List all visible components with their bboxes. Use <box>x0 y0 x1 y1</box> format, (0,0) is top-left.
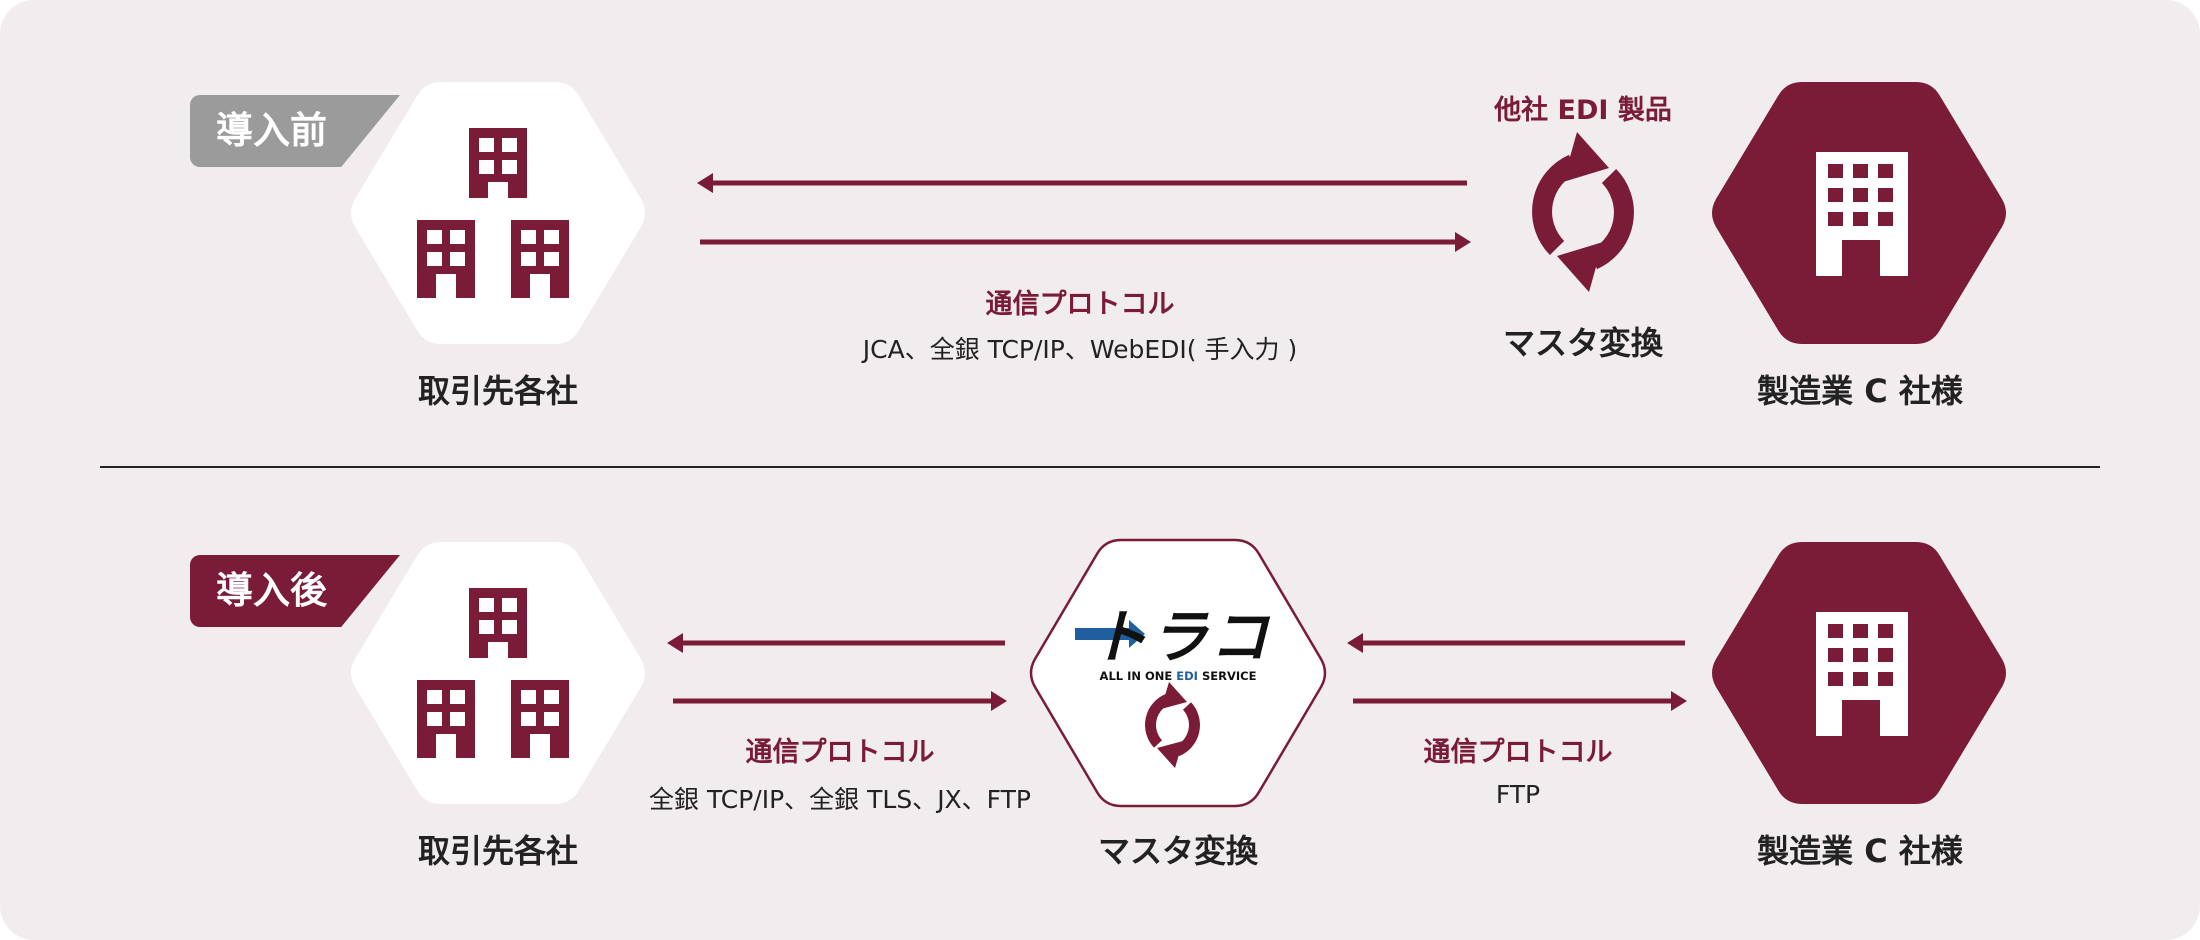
manufacturer-c-hexagon <box>1712 82 2006 344</box>
after-right-company-label: 製造業 C 社様 <box>1757 832 1963 870</box>
before-protocol-title: 通信プロトコル <box>985 289 1175 320</box>
manufacturer-c-hexagon <box>1712 542 2006 804</box>
traco-logo-text: トラコ <box>1089 603 1270 671</box>
before-right-company-label: 製造業 C 社様 <box>1757 372 1963 410</box>
building-icon <box>1816 612 1908 736</box>
arrow-left-icon <box>1347 633 1685 653</box>
after-right-arrows <box>1347 633 1687 711</box>
building-group-icon <box>417 588 569 758</box>
other-edi-product-label: 他社 EDI 製品 <box>1494 95 1672 126</box>
arrow-left-icon <box>667 633 1005 653</box>
before-left-company-label: 取引先各社 <box>417 372 578 410</box>
after-master-conversion-label: マスタ変換 <box>1097 832 1258 870</box>
arrow-right-icon <box>1353 691 1687 711</box>
partner-companies-hexagon <box>351 542 645 804</box>
building-icon <box>1816 152 1908 276</box>
traco-service-hexagon <box>1029 538 1327 808</box>
after-right-protocol-title: 通信プロトコル <box>1423 737 1613 768</box>
after-left-protocol-list: 全銀 TCP/IP、全銀 TLS、JX、FTP <box>649 785 1031 814</box>
partner-companies-hexagon <box>351 82 645 344</box>
after-tag: 導入後 <box>190 555 400 627</box>
after-left-arrows <box>667 633 1007 711</box>
after-left-company-label: 取引先各社 <box>417 832 578 870</box>
before-master-conversion-label: マスタ変換 <box>1502 324 1663 362</box>
section-divider <box>100 466 2100 468</box>
arrow-right-icon <box>673 691 1007 711</box>
before-arrows <box>697 173 1471 252</box>
traco-logo-arrow-icon <box>1075 620 1145 648</box>
traco-logo-tagline: ALL IN ONE EDI SERVICE <box>1099 669 1257 683</box>
before-protocol-list: JCA、全銀 TCP/IP、WebEDI( 手入力 ) <box>862 335 1298 364</box>
arrow-right-icon <box>700 232 1471 252</box>
after-left-protocol-title: 通信プロトコル <box>745 737 935 768</box>
sync-icon <box>1532 132 1634 292</box>
after-right-protocol-list: FTP <box>1495 780 1541 809</box>
arrow-left-icon <box>697 173 1467 193</box>
sync-icon <box>1145 682 1200 768</box>
